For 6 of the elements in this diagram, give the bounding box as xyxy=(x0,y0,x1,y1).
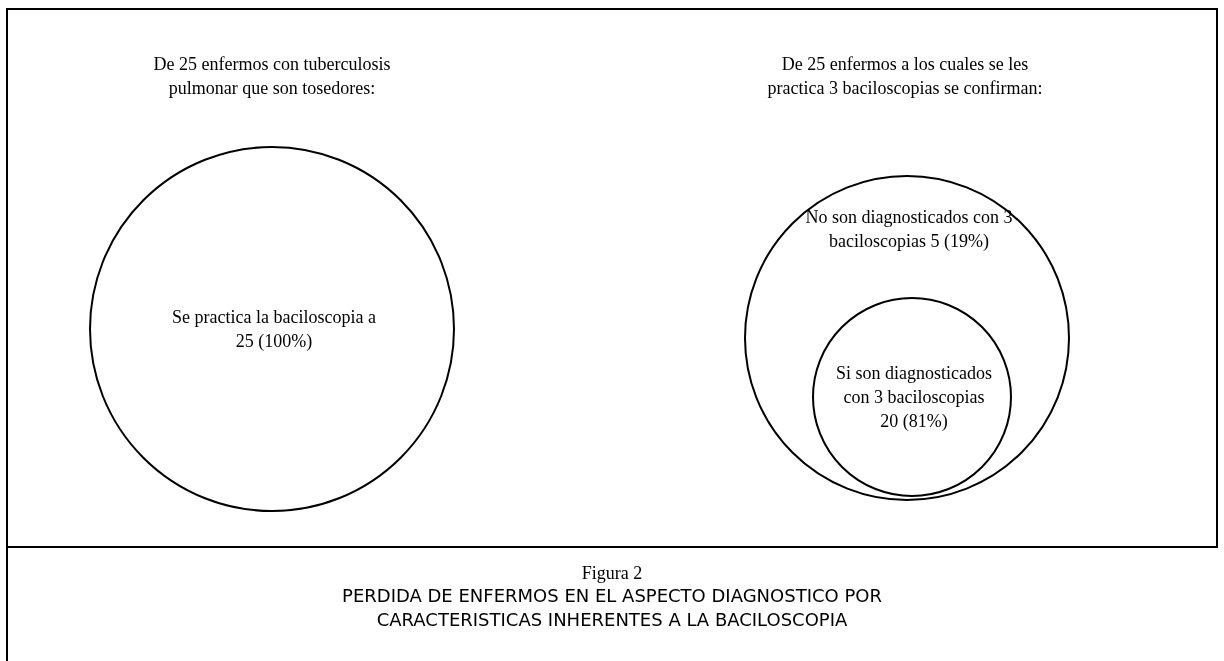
circle-label: Se practica la baciloscopia a 25 (100%) xyxy=(171,306,377,353)
circle-label: Si son diagnosticados con 3 baciloscopias 20 (81%) xyxy=(835,362,993,433)
heading-text: De 25 enfermos con tuberculosis pulmonar que son tosedores: xyxy=(152,53,392,100)
figure-number: Figura 2 xyxy=(581,562,643,584)
figure-caption: PERDIDA DE ENFERMOS EN EL ASPECTO DIAGNOSTICO POR CARACTERISTICAS INHERENTES A LA BACILOSCOPIA xyxy=(341,584,883,632)
heading-text: De 25 enfermos a los cuales se les practica 3 baciloscopias se confirman: xyxy=(766,53,1044,100)
